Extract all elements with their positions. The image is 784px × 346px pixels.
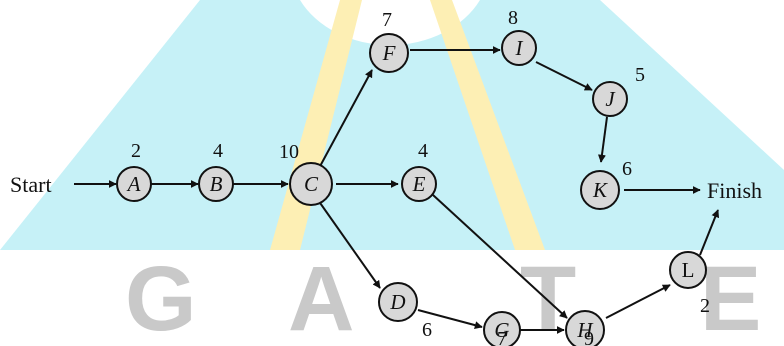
node-j-label: J [605,87,616,111]
edge-d-g [417,309,483,330]
edges [74,46,720,334]
edge-h-l [605,284,671,319]
node-k-duration: 6 [622,158,632,180]
edge-c-f [317,69,373,171]
node-a-duration: 2 [131,140,141,162]
node-l-label: L [682,258,695,282]
node-f-circle [369,33,409,73]
node-j-duration: 5 [635,64,645,86]
watermark-yellow-a-right [430,0,545,250]
finish-label: Finish [707,178,762,203]
node-k-circle [580,170,620,210]
node-c: C 10 [279,141,333,206]
node-e-duration: 4 [418,140,428,162]
node-f-label: F [382,41,396,65]
node-h-circle [565,310,605,346]
node-a: A 2 [116,140,152,202]
node-l-duration: 2 [700,295,710,317]
node-c-circle [289,162,333,206]
node-b: B 4 [198,140,234,202]
node-j-circle [592,81,628,117]
node-k-label: K [592,178,608,202]
edge-j-k [597,116,608,163]
node-g-duration: 7 [497,328,507,346]
node-b-circle [198,166,234,202]
node-l: L 2 [669,251,710,317]
edge-c-d [317,199,381,289]
node-h: H 9 [565,310,605,346]
node-h-label: H [576,318,594,342]
watermark-letter-g: G [125,248,197,346]
node-e-label: E [412,172,426,196]
node-c-label: C [304,172,319,196]
node-f-duration: 7 [382,9,392,31]
node-c-duration: 10 [279,141,299,163]
edge-e-h [432,194,568,319]
node-g-label: G [494,318,509,342]
watermark-letter-e: E [700,248,761,346]
edge-l-finish [699,209,720,256]
watermark-letter-a: A [288,248,354,346]
node-e-circle [401,166,437,202]
node-g: G 7 [483,311,521,346]
node-g-circle [483,311,521,346]
node-k: K 6 [580,158,632,210]
node-e: E 4 [401,140,437,202]
node-a-label: A [126,172,141,196]
node-i-circle [501,30,537,66]
node-a-circle [116,166,152,202]
node-f: F 7 [369,9,409,73]
node-d-label: D [389,290,405,314]
edge-i-j [535,61,593,91]
node-i-label: I [515,36,524,60]
node-d-circle [378,282,418,322]
node-d-duration: 6 [422,319,432,341]
node-b-label: B [210,172,223,196]
start-label: Start [10,172,52,197]
node-l-circle [669,251,707,289]
node-b-duration: 4 [213,140,223,162]
node-h-duration: 9 [584,328,594,346]
node-j: J 5 [592,64,645,117]
node-d: D 6 [378,282,432,341]
node-i-duration: 8 [508,7,518,29]
node-i: I 8 [501,7,537,66]
